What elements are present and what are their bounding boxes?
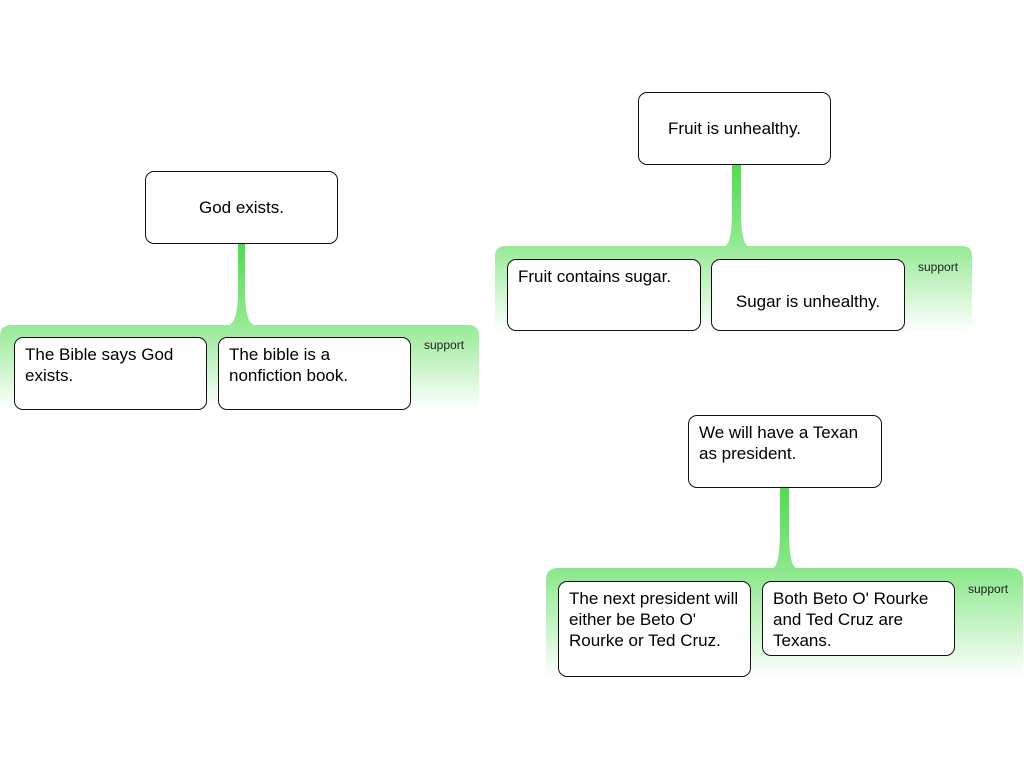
premise-text: The Bible says God exists.: [25, 345, 174, 385]
support-label: support: [424, 338, 465, 352]
premise-text: The bible is a nonfiction book.: [229, 345, 349, 385]
claim-node[interactable]: Fruit is unhealthy.: [638, 92, 831, 165]
premise-node[interactable]: Both Beto O' Rourke and Ted Cruz are Tex…: [762, 581, 955, 656]
premise-text: Sugar is unhealthy.: [735, 291, 881, 311]
premise-node[interactable]: The next president will either be Beto O…: [558, 581, 751, 677]
support-label: support: [968, 582, 1009, 596]
premise-node[interactable]: Fruit contains sugar.: [507, 259, 701, 331]
premise-text: Fruit contains sugar.: [518, 267, 672, 286]
claim-text: We will have a Texan as president.: [699, 423, 859, 463]
premise-node[interactable]: The bible is a nonfiction book.: [218, 337, 411, 410]
claim-node[interactable]: God exists.: [145, 171, 338, 244]
premise-node[interactable]: Sugar is unhealthy.: [711, 259, 905, 331]
support-label: support: [918, 260, 959, 274]
premise-text: Both Beto O' Rourke and Ted Cruz are Tex…: [773, 589, 929, 650]
premise-node[interactable]: The Bible says God exists.: [14, 337, 207, 410]
claim-text: Fruit is unhealthy.: [668, 119, 801, 138]
claim-node[interactable]: We will have a Texan as president.: [688, 415, 882, 488]
premise-text: The next president will either be Beto O…: [569, 589, 739, 650]
claim-text: God exists.: [198, 198, 285, 217]
